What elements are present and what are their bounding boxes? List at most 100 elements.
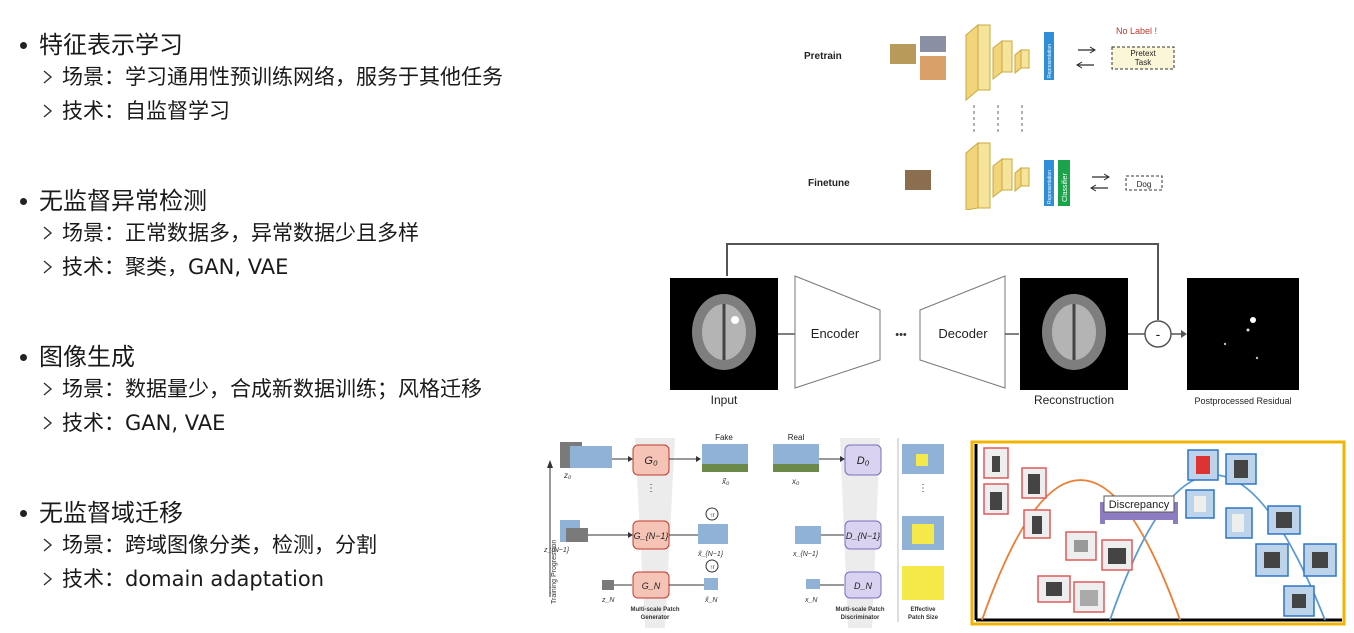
svg-text:Multi-scale Patch: Multi-scale Patch xyxy=(835,607,884,613)
svg-text:⋮: ⋮ xyxy=(646,483,656,494)
topic-anomaly-detection: 无监督异常检测 场景：正常数据多，异常数据少且多样 技术：聚类，GAN, VAE xyxy=(20,186,419,284)
svg-text:Encoder: Encoder xyxy=(811,326,860,341)
svg-text:Discriminator: Discriminator xyxy=(841,615,880,621)
svg-text:Effective: Effective xyxy=(910,607,936,613)
decoder-block xyxy=(919,275,1006,389)
svg-text:x_{N−1}: x_{N−1} xyxy=(792,551,819,558)
tech-line: 技术：GAN, VAE xyxy=(20,406,482,440)
svg-text:Multi-scale Patch: Multi-scale Patch xyxy=(630,607,679,613)
dn-block xyxy=(844,571,882,599)
bike-image xyxy=(920,36,946,52)
dog-image xyxy=(905,170,931,190)
svg-text:Decoder: Decoder xyxy=(938,326,988,341)
upsample-node xyxy=(705,507,719,521)
scene-line: 场景：正常数据多，异常数据少且多样 xyxy=(20,216,419,250)
bird-image xyxy=(890,44,916,64)
svg-text:⋮: ⋮ xyxy=(918,483,928,494)
chevron-right-icon xyxy=(43,104,53,118)
svg-text:Fake: Fake xyxy=(715,433,733,442)
svg-text:x_N: x_N xyxy=(804,597,818,604)
svg-text:-: - xyxy=(1156,326,1161,342)
swap-arrows-bottom xyxy=(1090,173,1110,192)
pretrain-finetune-figure: Pretrain Representation No Label ! Prete… xyxy=(804,23,1175,210)
encoder-block xyxy=(794,275,881,389)
svg-text:G_{N−1}: G_{N−1} xyxy=(634,531,669,541)
svg-text:Real: Real xyxy=(788,433,805,442)
svg-text:x̃_{N−1}: x̃_{N−1} xyxy=(697,551,724,558)
finetune-label: Finetune xyxy=(808,178,850,189)
cat-image xyxy=(920,56,946,80)
topic-title: 图像生成 xyxy=(39,343,135,371)
bullet-icon xyxy=(20,41,27,49)
svg-text:D_N: D_N xyxy=(854,581,873,591)
sample-objects xyxy=(990,456,1328,608)
discrepancy-bar xyxy=(1100,510,1178,520)
source-curve xyxy=(981,479,1181,621)
residual-caption: Postprocessed Residual xyxy=(1194,396,1291,406)
autoencoder-figure: Encoder ••• Decoder - Input Reconstructi… xyxy=(670,243,1299,407)
training-progression-label: Training Progression xyxy=(551,540,558,604)
pretext-task-box xyxy=(1111,46,1175,70)
chevron-right-icon xyxy=(43,382,53,396)
reconstruction-caption: Reconstruction xyxy=(1034,393,1114,407)
topic-domain-transfer: 无监督域迁移 场景：跨域图像分类，检测，分割 技术：domain adaptat… xyxy=(20,498,377,596)
topic-title: 特征表示学习 xyxy=(39,31,183,59)
svg-text:Task: Task xyxy=(1135,58,1152,67)
discrepancy-box xyxy=(1103,495,1175,513)
encoder-network-bottom: Representation Classifier xyxy=(965,141,1070,210)
sample-images xyxy=(890,36,946,80)
svg-text:x̃₀: x̃₀ xyxy=(721,477,730,486)
down-arrows xyxy=(973,105,1023,132)
svg-text:•••: ••• xyxy=(895,329,907,341)
dn1-block xyxy=(844,520,882,550)
no-label-text: No Label ! xyxy=(1116,26,1157,36)
bullet-icon xyxy=(20,353,27,361)
representation-block xyxy=(1044,32,1054,80)
tech-line: 技术：聚类，GAN, VAE xyxy=(20,250,419,284)
d0-block xyxy=(844,444,882,476)
encoder-network-top: Representation xyxy=(965,23,1054,102)
input-caption: Input xyxy=(711,393,738,407)
svg-text:z_{N−1}: z_{N−1} xyxy=(543,547,570,554)
scene-line: 场景：学习通用性预训练网络，服务于其他任务 xyxy=(20,60,503,94)
chevron-right-icon xyxy=(43,416,53,430)
chevron-right-icon xyxy=(43,260,53,274)
topic-feature-learning: 特征表示学习 场景：学习通用性预训练网络，服务于其他任务 技术：自监督学习 xyxy=(20,30,503,128)
topic-image-generation: 图像生成 场景：数据量少，合成新数据训练；风格迁移 技术：GAN, VAE xyxy=(20,342,482,440)
topic-title: 无监督域迁移 xyxy=(39,499,183,527)
chevron-right-icon xyxy=(43,538,53,552)
svg-text:D_{N−1}: D_{N−1} xyxy=(846,531,880,541)
chevron-right-icon xyxy=(43,70,53,84)
svg-text:z₀: z₀ xyxy=(563,471,572,480)
svg-text:Pretext: Pretext xyxy=(1130,49,1156,58)
skip-connection xyxy=(726,243,1159,320)
svg-text:Representation: Representation xyxy=(1047,170,1053,204)
chevron-right-icon xyxy=(43,226,53,240)
chevron-right-icon xyxy=(43,572,53,586)
multiscale-gan-figure: Training Progression z₀ G₀ ⋮ Fake x̃₀ Re… xyxy=(543,433,944,628)
svg-text:x̃_N: x̃_N xyxy=(704,597,718,604)
tech-line: 技术：domain adaptation xyxy=(20,562,377,596)
g0-block xyxy=(632,444,670,476)
residual-image xyxy=(1187,278,1299,390)
svg-text:↑r: ↑r xyxy=(710,565,715,571)
pretrain-label: Pretrain xyxy=(804,51,842,62)
dog-label-box xyxy=(1125,175,1163,191)
svg-text:G₀: G₀ xyxy=(644,455,658,467)
svg-text:Representation: Representation xyxy=(1047,44,1053,78)
topic-title: 无监督异常检测 xyxy=(39,187,207,215)
svg-text:Generator: Generator xyxy=(641,615,670,621)
svg-text:D₀: D₀ xyxy=(857,455,870,467)
upsample-node xyxy=(705,559,719,573)
svg-text:x₀: x₀ xyxy=(791,477,800,486)
svg-text:G_N: G_N xyxy=(642,581,661,591)
domain-adaptation-figure: Discrepancy xyxy=(970,440,1346,626)
discrepancy-label: Discrepancy xyxy=(1109,499,1170,511)
svg-text:z_N: z_N xyxy=(601,597,615,604)
scene-line: 场景：跨域图像分类，检测，分割 xyxy=(20,528,377,562)
svg-text:Patch Size: Patch Size xyxy=(908,615,939,621)
scene-line: 场景：数据量少，合成新数据训练；风格迁移 xyxy=(20,372,482,406)
svg-text:↑r: ↑r xyxy=(710,513,715,519)
tech-line: 技术：自监督学习 xyxy=(20,94,503,128)
bullet-icon xyxy=(20,509,27,517)
